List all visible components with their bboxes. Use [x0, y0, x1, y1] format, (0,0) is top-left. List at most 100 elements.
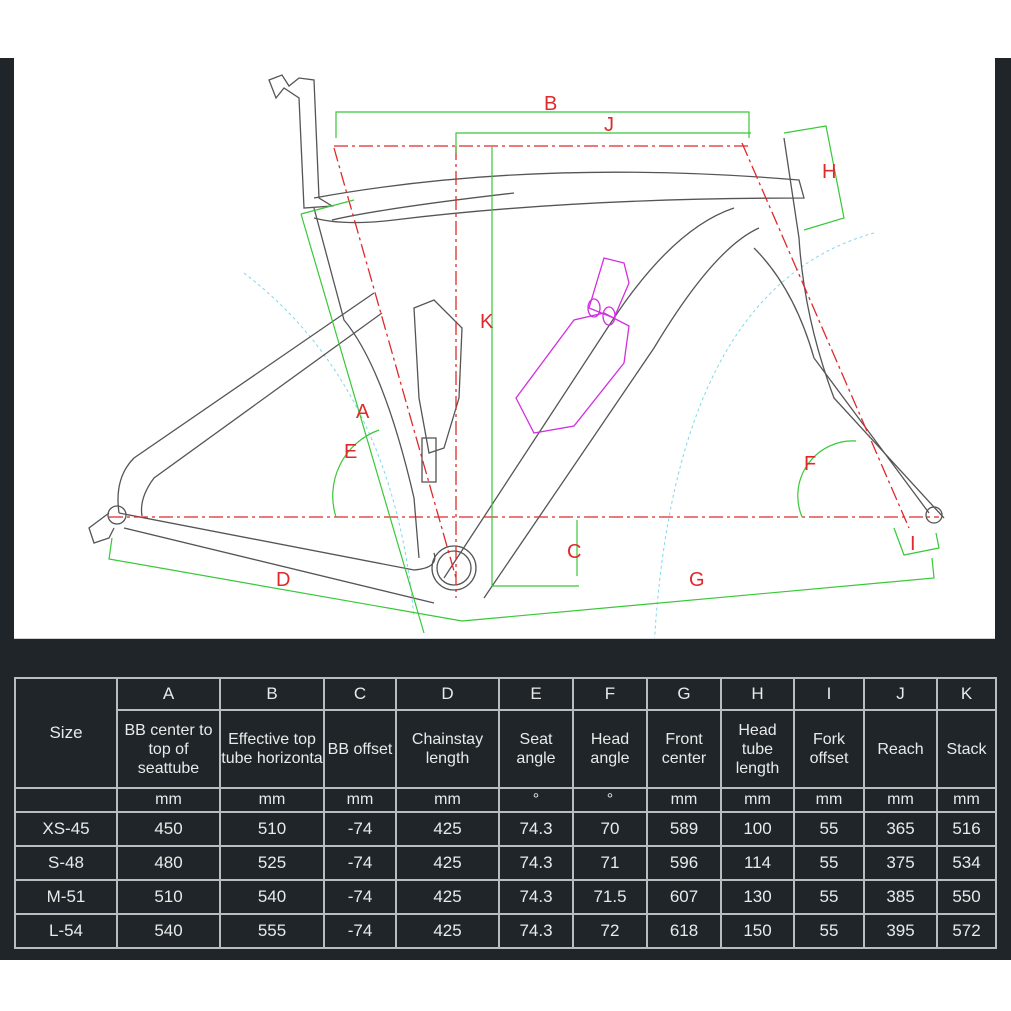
value-cell: 114	[720, 845, 795, 881]
value-cell: 71	[572, 845, 648, 881]
value-cell: 555	[219, 913, 325, 949]
value-cell: 425	[395, 879, 500, 915]
value-cell: 55	[793, 811, 865, 847]
table-row: L-54 540 555 -74 425 74.3 72 618 150 55 …	[14, 913, 997, 949]
value-cell: 525	[219, 845, 325, 881]
geometry-table: Size A B C D E F G H I J K BB center to …	[14, 677, 997, 949]
bottle-highlight	[515, 257, 630, 434]
value-cell: 385	[863, 879, 938, 915]
label-k: K	[480, 311, 494, 333]
value-cell: 425	[395, 811, 500, 847]
value-cell: 510	[219, 811, 325, 847]
arc-guides	[243, 232, 875, 638]
units-spacer	[14, 787, 118, 813]
value-cell: 480	[116, 845, 221, 881]
value-cell: 425	[395, 845, 500, 881]
col-unit: mm	[793, 787, 865, 813]
col-letter: B	[219, 677, 325, 711]
col-letter: H	[720, 677, 795, 711]
col-description: Fork offset	[793, 709, 865, 789]
size-header: Size	[14, 677, 118, 789]
col-letter: D	[395, 677, 500, 711]
value-cell: 55	[793, 879, 865, 915]
value-cell: 450	[116, 811, 221, 847]
col-unit: mm	[863, 787, 938, 813]
label-i: I	[910, 533, 916, 555]
col-description: Head tube length	[720, 709, 795, 789]
value-cell: 540	[219, 879, 325, 915]
label-c: C	[567, 541, 581, 563]
col-letter: J	[863, 677, 938, 711]
value-cell: -74	[323, 879, 397, 915]
value-cell: 100	[720, 811, 795, 847]
label-g: G	[689, 569, 705, 591]
label-f: F	[804, 453, 816, 475]
label-d: D	[276, 569, 290, 591]
col-unit: mm	[219, 787, 325, 813]
label-e: E	[344, 441, 357, 463]
value-cell: 395	[863, 913, 938, 949]
value-cell: 596	[646, 845, 722, 881]
col-description: Head angle	[572, 709, 648, 789]
value-cell: 71.5	[572, 879, 648, 915]
col-unit: mm	[646, 787, 722, 813]
frame-svg: B J K A E C D G F H I	[88, 74, 945, 638]
size-cell: S-48	[14, 845, 118, 881]
table-row: M-51 510 540 -74 425 74.3 71.5 607 130 5…	[14, 879, 997, 915]
value-cell: 540	[116, 913, 221, 949]
col-unit: mm	[116, 787, 221, 813]
value-cell: 510	[116, 879, 221, 915]
value-cell: 74.3	[498, 811, 574, 847]
value-cell: 550	[936, 879, 997, 915]
value-cell: 130	[720, 879, 795, 915]
label-j: J	[604, 114, 614, 136]
header-units-row: mm mm mm mm ° ° mm mm mm mm mm	[14, 787, 997, 813]
col-unit: mm	[720, 787, 795, 813]
col-letter: C	[323, 677, 397, 711]
col-unit: °	[572, 787, 648, 813]
col-letter: K	[936, 677, 997, 711]
col-letter: E	[498, 677, 574, 711]
value-cell: 55	[793, 913, 865, 949]
value-cell: 425	[395, 913, 500, 949]
frame-outline	[88, 74, 945, 604]
col-description: Seat angle	[498, 709, 574, 789]
col-letter: F	[572, 677, 648, 711]
label-b: B	[544, 93, 557, 115]
col-unit: mm	[395, 787, 500, 813]
center-lines	[109, 142, 939, 598]
value-cell: -74	[323, 913, 397, 949]
col-unit: °	[498, 787, 574, 813]
label-h: H	[822, 161, 836, 183]
col-description: BB center to top of seattube	[116, 709, 221, 789]
value-cell: 70	[572, 811, 648, 847]
value-cell: 589	[646, 811, 722, 847]
table-row: XS-45 450 510 -74 425 74.3 70 589 100 55…	[14, 811, 997, 847]
size-cell: XS-45	[14, 811, 118, 847]
value-cell: 534	[936, 845, 997, 881]
value-cell: 607	[646, 879, 722, 915]
table-row: S-48 480 525 -74 425 74.3 71 596 114 55 …	[14, 845, 997, 881]
col-description: Front center	[646, 709, 722, 789]
label-a: A	[356, 401, 370, 423]
col-description: Chainstay length	[395, 709, 500, 789]
value-cell: 74.3	[498, 845, 574, 881]
value-cell: -74	[323, 845, 397, 881]
col-unit: mm	[323, 787, 397, 813]
col-description: Reach	[863, 709, 938, 789]
value-cell: 74.3	[498, 879, 574, 915]
col-description: BB offset	[323, 709, 397, 789]
value-cell: 572	[936, 913, 997, 949]
dimension-label-group: B J K A E C D G F H I	[276, 93, 916, 591]
frame-geometry-drawing: B J K A E C D G F H I	[14, 58, 995, 639]
size-cell: L-54	[14, 913, 118, 949]
header-letters-row: Size A B C D E F G H I J K	[14, 677, 997, 789]
value-cell: 516	[936, 811, 997, 847]
header-description-row: BB center to top of seattube Effective t…	[15, 709, 997, 789]
value-cell: 375	[863, 845, 938, 881]
dimension-lines	[108, 111, 940, 634]
value-cell: 365	[863, 811, 938, 847]
col-letter: A	[116, 677, 221, 711]
value-cell: 150	[720, 913, 795, 949]
value-cell: 72	[572, 913, 648, 949]
